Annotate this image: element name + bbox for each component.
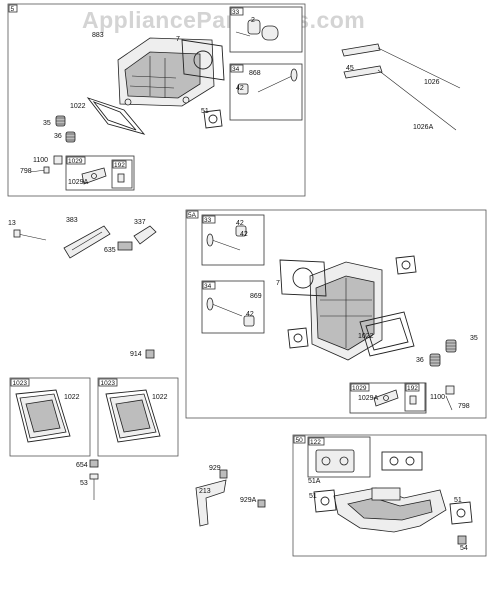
callout-label: 7 (276, 280, 280, 287)
breather-tube-icon (63, 225, 111, 259)
callout-label: 1026A (413, 124, 434, 131)
bolt-icon (29, 155, 63, 174)
callout-label: 13 (8, 220, 16, 227)
exhaust-gasket-icon (203, 109, 223, 129)
rocker-gasket-b-icon (359, 311, 415, 357)
cylinder-head-b-icon (309, 261, 383, 361)
callout-label: 869 (250, 293, 262, 300)
head-gasket-b-icon (279, 259, 327, 297)
group-box-1023-left (9, 377, 91, 457)
valve-icon (237, 68, 298, 95)
callout-label: 654 (76, 462, 88, 469)
callout-label: 36 (54, 133, 62, 140)
callout-labels: 8837286842511022353611007981029A45102610… (8, 17, 478, 552)
callout-label: 383 (66, 217, 78, 224)
callout-label: 868 (249, 70, 261, 77)
callout-label: 36 (416, 357, 424, 364)
dipstick-tube-icon (89, 459, 99, 500)
group-box-50 (292, 434, 487, 557)
callout-label: 2 (251, 17, 255, 24)
subgroup-label-192: 192 (114, 162, 125, 169)
valve-b-icon (206, 225, 255, 327)
rocker-cover-right-icon (105, 389, 161, 443)
callout-label: 51 (309, 493, 317, 500)
callout-label: 35 (43, 120, 51, 127)
callout-label: 42 (246, 311, 254, 318)
callout-label: 35 (470, 335, 478, 342)
valve-spring-b-icon (429, 339, 457, 367)
exhaust-manifold-icon (333, 487, 447, 533)
group-box-5 (7, 3, 306, 197)
callout-label: 1022 (152, 394, 168, 401)
callout-label: 45 (346, 65, 354, 72)
callout-label: 1029A (68, 179, 89, 186)
pushrod-icon (341, 43, 461, 131)
callout-label: 635 (104, 247, 116, 254)
callout-label: 42 (240, 231, 248, 238)
exhaust-gasket-b-icon (287, 255, 417, 349)
callout-label: 914 (130, 351, 142, 358)
callout-label: 51A (308, 478, 321, 485)
group-label-50: 50 (296, 437, 304, 444)
subgroup-label-34-b: 34 (204, 283, 212, 290)
callout-label: 51 (201, 108, 209, 115)
callout-label: 213 (199, 488, 211, 495)
subgroup-label-34: 34 (232, 66, 240, 73)
group-label-1023-left: 1023 (13, 380, 28, 387)
callout-label: 1022 (70, 103, 86, 110)
callout-label: 54 (460, 545, 468, 552)
subgroup-label-1029: 1029 (68, 158, 83, 165)
spark-plug-icon (117, 225, 157, 251)
callout-label: 7 (176, 36, 180, 43)
callout-label: 53 (80, 480, 88, 487)
callout-label: 1029A (358, 395, 379, 402)
callout-label: 42 (236, 220, 244, 227)
callout-label: 42 (236, 85, 244, 92)
head-gasket-icon (181, 39, 225, 81)
callout-label: 51 (454, 497, 462, 504)
group-label-1023-right: 1023 (101, 380, 116, 387)
callout-label: 337 (134, 219, 146, 226)
manifold-gasket-icon (313, 489, 473, 545)
rocker-gasket-icon (86, 97, 146, 135)
callout-label: 1022 (64, 394, 80, 401)
callout-label: 883 (92, 32, 104, 39)
subgroup-label-33-b: 33 (204, 217, 212, 224)
rocker-arm-icon (81, 167, 125, 185)
rocker-arm-b-icon (373, 385, 455, 411)
exhaust-port-icon (315, 449, 355, 473)
bracket-icon (195, 469, 266, 527)
exhaust-port-gasket-icon (381, 451, 423, 471)
group-box-1023-right (97, 377, 179, 457)
callout-label: 798 (20, 168, 32, 175)
subgroup-label-1029-b: 1029 (352, 385, 367, 392)
valve-spring-icon (55, 115, 76, 143)
subgroup-label-33: 33 (232, 9, 240, 16)
cylinder-head-icon (117, 37, 215, 107)
watermark-text: AppliancePartsPros.com (82, 7, 365, 33)
subgroup-label-192-b: 192 (407, 385, 418, 392)
screw-icon (13, 229, 47, 241)
group-box-5a (185, 209, 487, 419)
callout-label: 798 (458, 403, 470, 410)
callout-label: 1100 (430, 394, 445, 401)
callout-label: 929A (240, 497, 257, 504)
nut-icon (145, 349, 155, 359)
callout-label: 929 (209, 465, 221, 472)
subgroup-label-122: 122 (310, 439, 321, 446)
group-label-5a: 5A (188, 212, 197, 219)
rocker-cover-left-icon (15, 389, 71, 443)
valve-keeper-icon (235, 19, 279, 41)
callout-label: 1100 (33, 157, 48, 164)
callout-label: 1022 (358, 333, 374, 340)
callout-label: 1026 (424, 79, 440, 86)
group-label-5: 5 (11, 6, 15, 13)
